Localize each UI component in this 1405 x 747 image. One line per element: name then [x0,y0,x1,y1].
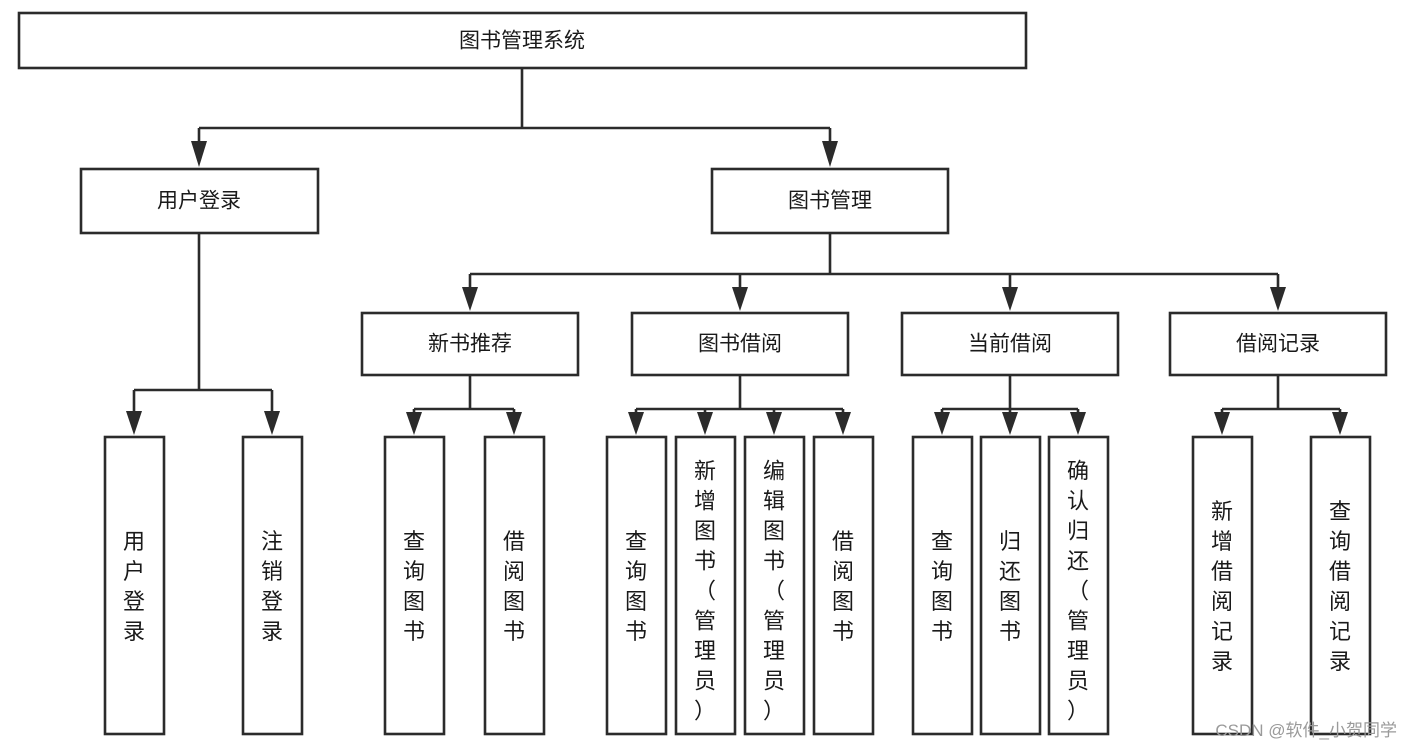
new-book-recommend-label: 新书推荐 [428,333,512,356]
current-borrow-label: 当前借阅 [968,333,1052,356]
connector-newbook-bus [412,375,516,420]
root-box[interactable] [17,11,1028,70]
leaf-label: 新增图书（管理员） [694,458,716,723]
leaf-label: 查询图书 [931,529,953,644]
leaf-box-cb-return-book[interactable] [979,435,1042,736]
leaf-label: 借阅图书 [503,529,525,644]
leaf-label: 注销登录 [261,529,283,644]
user-login-box[interactable] [79,167,320,235]
leaf-node[interactable]: 借阅图书 [812,435,875,736]
book-borrow-label: 图书借阅 [698,333,782,356]
leaf-label: 编辑图书（管理员） [763,458,785,723]
connector-bookmgmt-bus [468,233,1280,296]
leaf-node[interactable]: 查询图书 [383,435,446,736]
node-book-borrow[interactable]: 图书借阅 [630,311,850,377]
root-label: 图书管理系统 [459,30,585,53]
leaf-box-logout[interactable] [241,435,304,736]
leaf-box-bb-add-book[interactable] [674,435,737,736]
leaf-node[interactable]: 新增图书（管理员） [674,435,737,736]
node-new-book-recommend[interactable]: 新书推荐 [360,311,580,377]
node-user-login[interactable]: 用户登录 [79,167,320,235]
leaf-box-user-login[interactable] [103,435,166,736]
borrow-record-box[interactable] [1168,311,1388,377]
arrow-to-leaf-nb-borrow [506,412,522,435]
current-borrow-box[interactable] [900,311,1120,377]
node-book-management[interactable]: 图书管理 [710,167,950,235]
node-current-borrow[interactable]: 当前借阅 [900,311,1120,377]
arrow-to-leaf-cb-query [934,412,950,435]
leaf-box-bb-query-book[interactable] [605,435,668,736]
leaf-label: 新增借阅记录 [1211,499,1233,674]
arrow-to-leaf-bb-query [628,412,644,435]
arrow-to-leaf-bb-borrow [835,412,851,435]
leaf-label: 查询图书 [625,529,647,644]
leaf-box-cb-query-book[interactable] [911,435,974,736]
leaf-layer: 用户登录 注销登录 查询图书 借阅图书 查询图书 新增图书（管理员） [103,435,1372,736]
connector-borrow-bus [634,375,845,420]
arrow-to-leaf-br-add [1214,412,1230,435]
arrow-to-leaf-br-query [1332,412,1348,435]
arrow-to-leaf-user-login [126,411,142,435]
connector-record-bus [1220,375,1342,420]
leaf-box-nb-borrow-book[interactable] [483,435,546,736]
leaf-label: 查询借阅记录 [1329,499,1351,674]
leaf-box-br-add-record[interactable] [1191,435,1254,736]
leaf-box-bb-edit-book[interactable] [743,435,806,736]
arrow-to-book-borrow [732,287,748,311]
arrow-to-leaf-cb-return [1002,412,1018,435]
book-management-box[interactable] [710,167,950,235]
node-borrow-record[interactable]: 借阅记录 [1168,311,1388,377]
arrow-to-user-login [191,141,207,167]
connector-userlogin-bus [132,233,274,418]
user-login-label: 用户登录 [157,190,241,213]
leaf-box-nb-query-book[interactable] [383,435,446,736]
book-borrow-box[interactable] [630,311,850,377]
leaf-label: 用户登录 [123,529,145,644]
leaf-node[interactable]: 查询图书 [605,435,668,736]
leaf-node[interactable]: 借阅图书 [483,435,546,736]
connector-layer [132,68,1342,420]
connector-root-bus [197,68,832,152]
leaf-node[interactable]: 注销登录 [241,435,304,736]
borrow-record-label: 借阅记录 [1236,333,1320,356]
arrowhead-layer [126,141,1348,435]
leaf-node[interactable]: 用户登录 [103,435,166,736]
leaf-label: 归还图书 [999,529,1021,644]
leaf-node[interactable]: 查询借阅记录 [1309,435,1372,736]
arrow-to-leaf-logout [264,411,280,435]
arrow-to-new-book [462,287,478,311]
leaf-box-bb-borrow-book[interactable] [812,435,875,736]
arrow-to-leaf-cb-confirm [1070,412,1086,435]
node-root[interactable]: 图书管理系统 [17,11,1028,70]
leaf-box-br-query-record[interactable] [1309,435,1372,736]
leaf-box-cb-confirm-return[interactable] [1047,435,1110,736]
book-management-label: 图书管理 [788,190,872,213]
arrow-to-book-mgmt [822,141,838,167]
leaf-node[interactable]: 归还图书 [979,435,1042,736]
leaf-label: 借阅图书 [832,529,854,644]
arrow-to-current-borrow [1002,287,1018,311]
new-book-recommend-box[interactable] [360,311,580,377]
leaf-node[interactable]: 确认归还（管理员） [1047,435,1110,736]
leaf-label: 确认归还（管理员） [1067,458,1089,723]
arrow-to-leaf-nb-query [406,412,422,435]
leaf-node[interactable]: 查询图书 [911,435,974,736]
arrow-to-leaf-bb-add [697,412,713,435]
leaf-label: 查询图书 [403,529,425,644]
arrow-to-borrow-record [1270,287,1286,311]
leaf-node[interactable]: 新增借阅记录 [1191,435,1254,736]
leaf-node[interactable]: 编辑图书（管理员） [743,435,806,736]
arrow-to-leaf-bb-edit [766,412,782,435]
